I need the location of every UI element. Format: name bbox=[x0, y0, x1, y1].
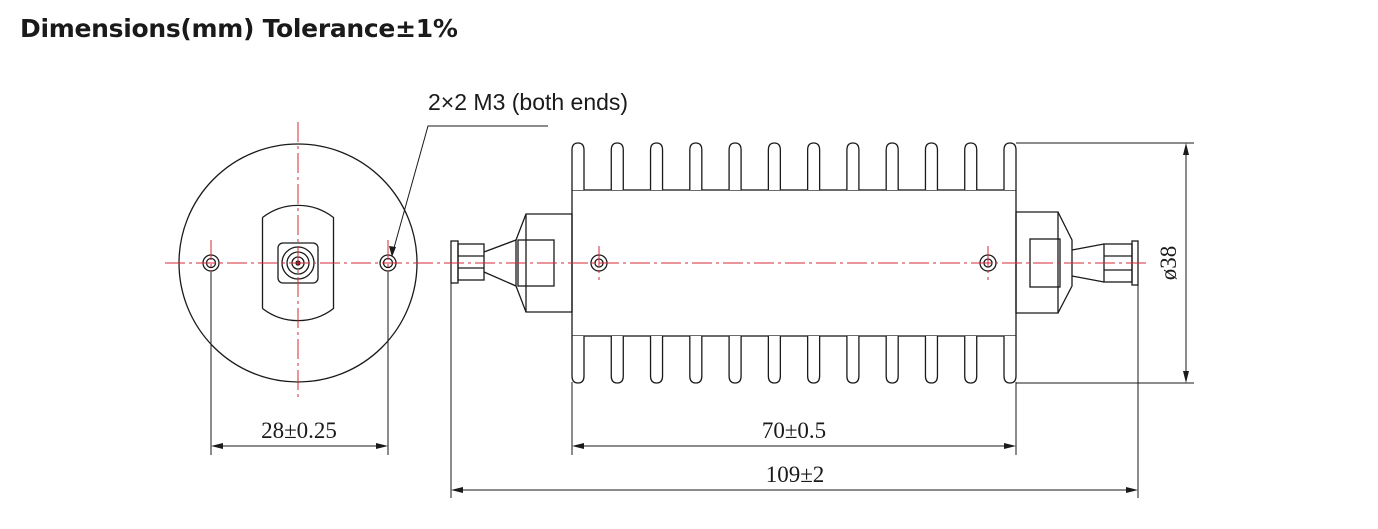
heatsink-fin-bottom bbox=[610, 336, 624, 384]
heatsink-fin-top bbox=[571, 142, 585, 190]
heatsink-fins bbox=[571, 142, 1017, 384]
heatsink-fin-bottom bbox=[571, 336, 585, 384]
dimension-arrows bbox=[211, 143, 1189, 493]
dimension-lines bbox=[210, 142, 1194, 498]
dim-fin-section-length: 70±0.5 bbox=[762, 418, 826, 443]
side-view bbox=[450, 142, 1139, 384]
heatsink-fin-bottom bbox=[649, 336, 664, 384]
callout-label: 2×2 M3 (both ends) bbox=[428, 89, 628, 115]
heatsink-fin-top bbox=[610, 142, 624, 190]
heatsink-fin-bottom bbox=[964, 336, 978, 384]
heatsink-fin-bottom bbox=[885, 336, 899, 384]
heatsink-fin-top bbox=[767, 142, 782, 190]
heatsink-fin-bottom bbox=[728, 336, 742, 384]
callout-leader bbox=[389, 125, 548, 257]
left-sma-connector bbox=[450, 239, 517, 287]
heatsink-fin-top bbox=[885, 142, 899, 190]
heatsink-fin-top bbox=[649, 142, 664, 190]
heatsink-fin-bottom bbox=[689, 336, 703, 384]
heatsink-fin-bottom bbox=[767, 336, 782, 384]
heatsink-fin-bottom bbox=[924, 336, 939, 384]
heatsink-fin-top bbox=[924, 142, 939, 190]
dim-overall-length: 109±2 bbox=[766, 462, 825, 487]
heatsink-fin-top bbox=[689, 142, 703, 190]
heatsink-fin-bottom bbox=[846, 336, 860, 384]
heatsink-fin-top bbox=[806, 142, 821, 190]
heatsink-fin-bottom bbox=[806, 336, 821, 384]
heatsink-fin-top bbox=[964, 142, 978, 190]
heatsink-fin-top bbox=[1003, 142, 1017, 190]
page-title: Dimensions(mm) Tolerance±1% bbox=[20, 14, 458, 43]
dim-flange-hole-spacing: 28±0.25 bbox=[261, 418, 337, 443]
heatsink-fin-bottom bbox=[1003, 336, 1017, 384]
heatsink-fin-top bbox=[728, 142, 742, 190]
heatsink-fin-top bbox=[846, 142, 860, 190]
dim-fin-diameter: ø38 bbox=[1156, 246, 1181, 281]
